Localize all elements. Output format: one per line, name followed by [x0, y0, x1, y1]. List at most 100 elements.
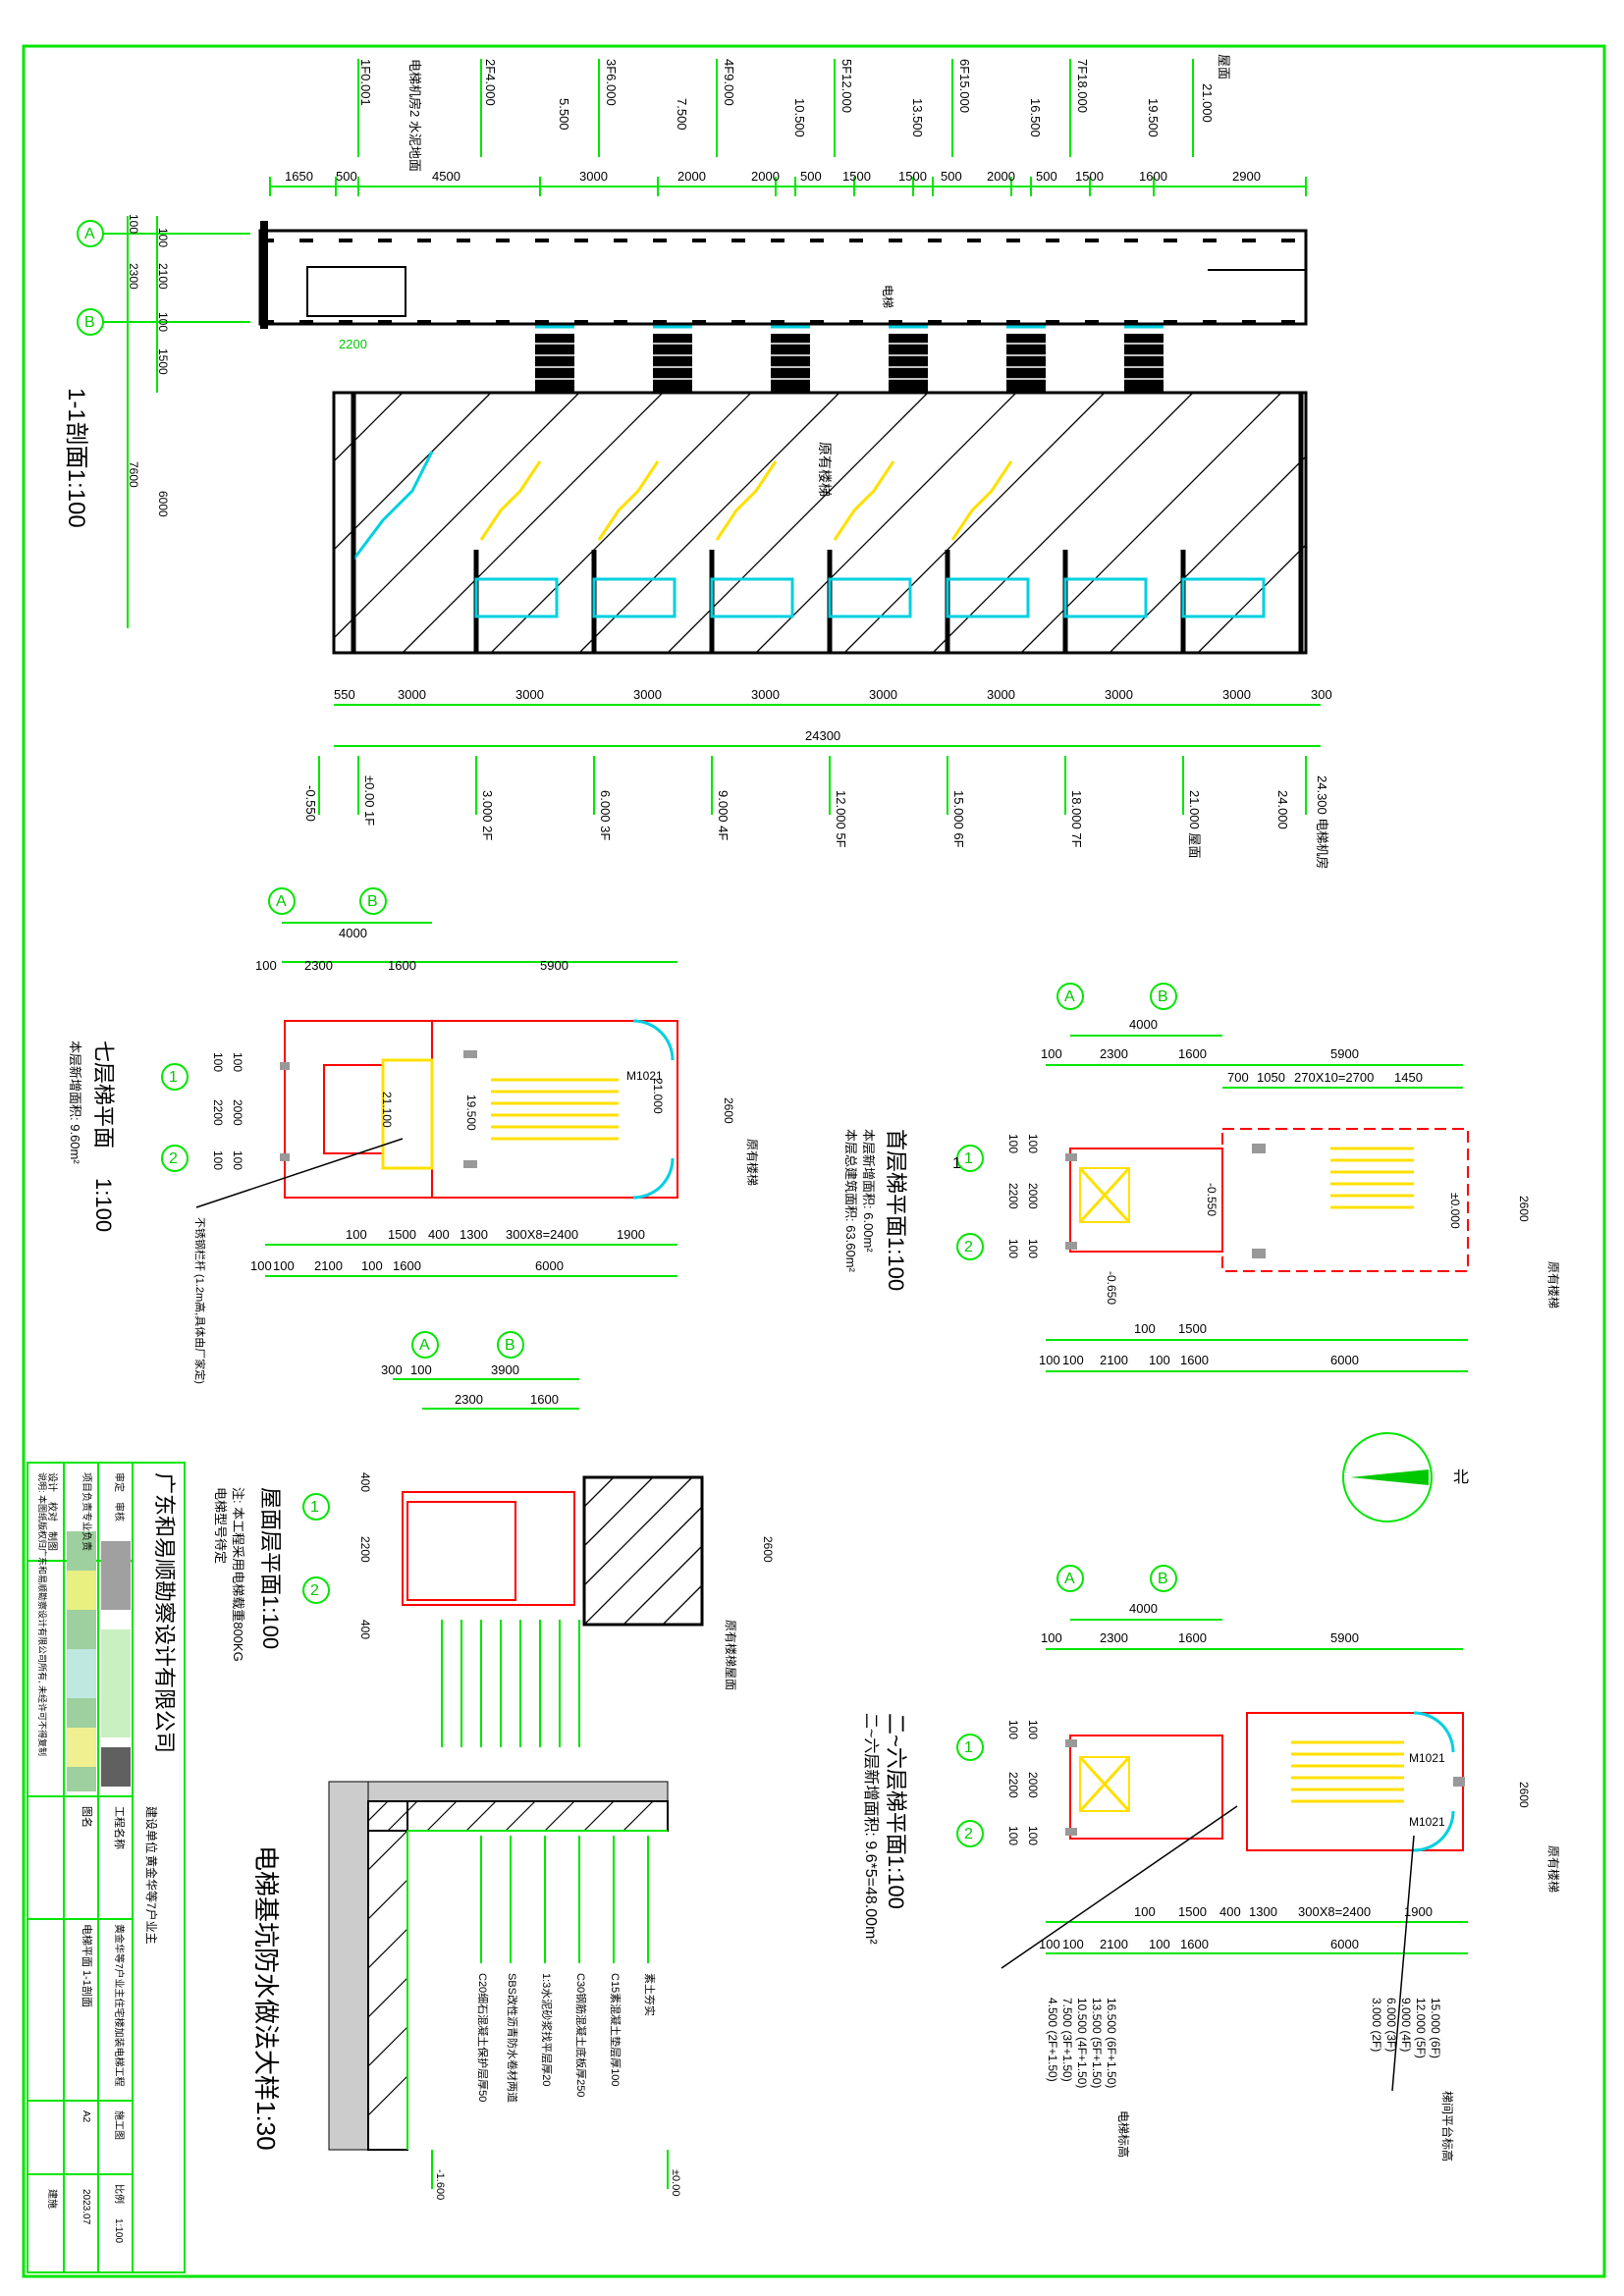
title-block: 广东和易顺勘察设计有限公司 建设单位 黄金华等7户业主 工程名称 黄金华等7户业…	[27, 1462, 186, 2273]
plan26-title: 二~六层梯平面1:100	[884, 1713, 908, 1909]
sheet-size: A2	[81, 2110, 91, 2123]
roof-axis-a: A	[419, 1337, 430, 1354]
roof-axis-1: 1	[310, 1499, 319, 1516]
bottom-total: 24300	[805, 728, 840, 743]
plan1-elevator	[1069, 1148, 1223, 1253]
plan26-level-note2: 电梯标高	[1116, 2110, 1131, 2158]
top-dim-10: 2000	[987, 169, 1015, 184]
top-level-6: 6F15.000	[957, 59, 972, 113]
bottom-level-6: 15.000 6F	[951, 790, 966, 848]
north-label: 北	[1453, 1468, 1469, 1486]
plan26-door-1: M1021	[1409, 1751, 1445, 1765]
bottom-dim-0: 550	[334, 687, 355, 702]
project-name: 黄金华等7户业主住宅楼加装电梯工程	[113, 1924, 126, 2087]
plan1-section-mark: 1	[952, 1155, 961, 1172]
plan1-level-1: -0.650	[1105, 1271, 1118, 1305]
plan26-elevator	[1069, 1735, 1223, 1840]
roof-stair-block	[582, 1475, 704, 1627]
stage: 施工图	[113, 2110, 126, 2140]
pit-detail: C20细石混凝土保护层厚50 SBS改性沥青防水卷材两道 1:3水泥砂浆找平层厚…	[251, 1620, 681, 2200]
plan7-stair-note: 原有楼梯	[745, 1139, 760, 1186]
row-label-0: 审定	[113, 1472, 126, 1492]
plan26-area: 二~六层新增面积: 9.6*5=48.00m²	[862, 1713, 880, 1945]
plan1-area-1: 本层新增面积: 6.00m²	[861, 1129, 876, 1253]
top-dim-9: 500	[941, 169, 962, 184]
plan26-top-dim-4: 5900	[1330, 1630, 1359, 1645]
plan7-area: 本层新增面积: 9.60m²	[68, 1041, 82, 1164]
plan26-left-dim-2: 2200	[1006, 1772, 1020, 1798]
plan26-top-dim-3: 1600	[1178, 1630, 1207, 1645]
plan26-level2-4: 4.500 (2F+1.50)	[1046, 1998, 1059, 2082]
roof-axis-2: 2	[310, 1582, 319, 1599]
bottom-level-8: 21.000 屋面	[1187, 790, 1202, 858]
roof-top-dim-4: 1600	[530, 1392, 559, 1407]
bottom-dim-8: 3000	[1222, 687, 1251, 702]
left-dim-1: 100	[156, 228, 170, 247]
bottom-dim-7: 3000	[1105, 687, 1133, 702]
project-name-label: 工程名称	[113, 1806, 127, 1849]
elevator-car	[306, 266, 406, 317]
top-level-6-sub: 16.500	[1028, 98, 1043, 137]
plan7-bottom-dim-3: 1300	[460, 1227, 488, 1242]
plan7-bottom2-1: 100	[273, 1258, 295, 1273]
plan1-bottom-dim-1: 1500	[1178, 1321, 1207, 1336]
pit-layer-2: 1:3水泥砂浆找平层厚20	[540, 1973, 554, 2087]
plan26-axis-b: B	[1158, 1571, 1168, 1587]
plan26-door-2: M1021	[1409, 1815, 1445, 1829]
sheet-no: 建施	[46, 2189, 59, 2209]
plan1-bottom2-1: 100	[1062, 1353, 1084, 1367]
plan26-right-dim: 2600	[1517, 1782, 1531, 1808]
drawing-name: 电梯平面 1-1剖面	[81, 1924, 94, 2007]
plan7-level-1: 19.500	[464, 1095, 478, 1131]
bottom-dim-1: 3000	[398, 687, 426, 702]
plan1-bottom-dim-0: 100	[1134, 1321, 1156, 1336]
plan26-top-dim-0: 4000	[1129, 1601, 1158, 1616]
roof-left-dim-2: 400	[358, 1620, 372, 1639]
left-dim-5: 100	[156, 312, 170, 332]
pit-layer-3: C30钢筋混凝土底板厚250	[574, 1973, 588, 2098]
plan1-axis-1: 1	[964, 1150, 973, 1167]
top-dim-1: 500	[336, 169, 357, 184]
plan7-axis-b: B	[367, 893, 378, 910]
left-dim-4: 1500	[156, 348, 170, 375]
date: 2023.07	[81, 2189, 91, 2225]
top-level-1: 电梯机房2 水泥地面	[407, 59, 422, 172]
left-dim-6: 7600	[127, 461, 140, 488]
plan1-left-dim-4: 100	[1006, 1239, 1020, 1258]
bottom-dim-5: 3000	[869, 687, 897, 702]
section-body	[332, 391, 1308, 655]
row-label-1: 审核	[113, 1502, 126, 1522]
bottom-level-2: 3.000 2F	[480, 790, 495, 840]
roof-top-dim-2: 3900	[491, 1362, 519, 1377]
company-name: 广东和易顺勘察设计有限公司	[152, 1472, 177, 1753]
plan1-top-dim-3: 1600	[1178, 1046, 1207, 1061]
plan7-right-dim: 2600	[722, 1097, 735, 1124]
plan1-area-2: 本层总建筑面积: 63.60m²	[843, 1129, 858, 1273]
top-level-4-sub: 10.500	[792, 98, 807, 137]
plan26-level2-1: 13.500 (5F+1.50)	[1090, 1998, 1104, 2088]
elevator-shaft	[258, 229, 1308, 326]
plan1-top-dim-0: 4000	[1129, 1017, 1158, 1032]
footer-note: 说明: 本图纸版权归广东和易顺勘察设计有限公司所有, 未经许可不得复制	[37, 1472, 48, 1756]
row-label-3: 专业负责	[81, 1512, 93, 1551]
plan26-level2-2: 10.500 (4F+1.50)	[1075, 1998, 1089, 2088]
plan26-top-dim-1: 100	[1041, 1630, 1062, 1645]
roof-outline	[402, 1491, 575, 1606]
top-level-5-sub: 13.500	[910, 98, 925, 137]
plan7-level-0: 21.100	[380, 1092, 394, 1128]
top-dim-7: 1500	[842, 169, 871, 184]
top-dim-8: 1500	[898, 169, 927, 184]
section-1-1: 电梯 原有楼梯 2200 1650 500 4500 3000 2000 200…	[63, 54, 1332, 869]
pit-layer-4: C15素混凝土垫层厚100	[609, 1973, 623, 2087]
plan1-top2-2: 270X10=2700	[1294, 1070, 1374, 1085]
row-label-2: 项目负责	[81, 1472, 93, 1512]
plan26-level2-0: 16.500 (6F+1.50)	[1105, 1998, 1118, 2088]
bottom-dim-4: 3000	[751, 687, 780, 702]
plan26-bottom-dim-1: 1500	[1178, 1904, 1207, 1919]
plan7-bottom2-3: 100	[361, 1258, 383, 1273]
bottom-level-5: 12.000 5F	[834, 790, 848, 848]
plan1-bottom2-0: 100	[1039, 1353, 1060, 1367]
gap-dim: 2200	[339, 337, 367, 351]
plan26-level-2: 9.000 (4F)	[1399, 1998, 1413, 2052]
